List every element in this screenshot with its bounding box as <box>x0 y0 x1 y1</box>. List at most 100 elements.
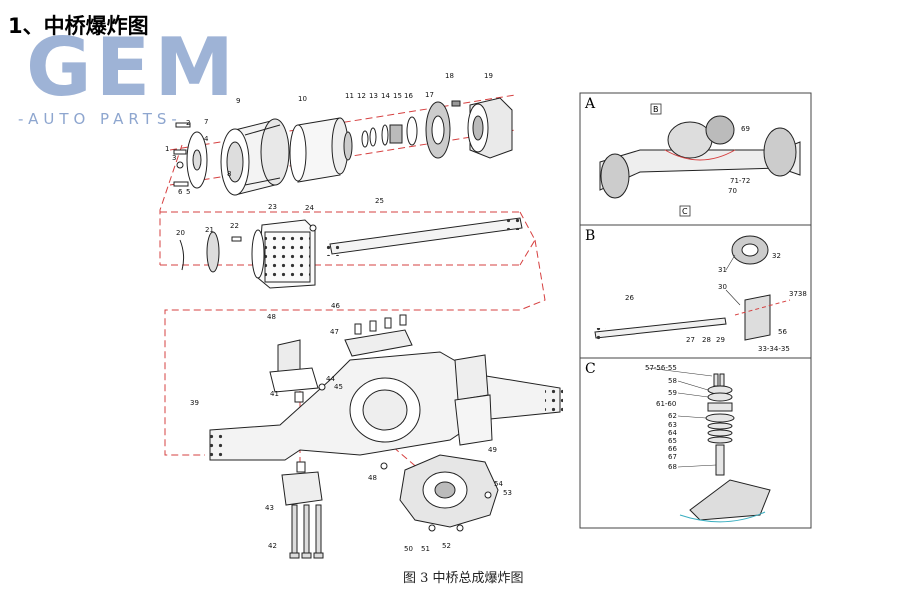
part-number: 65 <box>668 437 677 445</box>
figure-caption: 图 3 中桥总成爆炸图 <box>403 571 524 586</box>
part-number: 53 <box>503 489 512 497</box>
part-number: 46 <box>331 302 340 310</box>
part-number: 4 <box>204 135 209 143</box>
part-number: 21 <box>205 226 214 234</box>
part-number: 48 <box>368 474 377 482</box>
part-number: 51 <box>421 545 430 553</box>
part-number: 1 <box>165 145 169 153</box>
lower-bracket-icon <box>281 471 323 506</box>
part-number: 23 <box>268 203 277 211</box>
part-number: 29 <box>716 336 725 344</box>
nut-icon <box>456 524 464 532</box>
inset-a-tags: B C <box>650 103 691 217</box>
part-number: 61-60 <box>656 400 676 408</box>
inset-frames <box>579 92 812 529</box>
part-number: 48 <box>267 313 276 321</box>
gem-logo: GEM -AUTO PARTS- <box>18 28 234 140</box>
flange-plate-icon <box>186 131 208 189</box>
nut-icon <box>309 224 317 232</box>
part-number: 22 <box>230 222 239 230</box>
wheel-stud-icon <box>173 122 191 187</box>
part-number: 20 <box>176 229 185 237</box>
part-number: 54 <box>494 480 503 488</box>
part-number: 24 <box>305 204 314 212</box>
part-number: 19 <box>484 72 493 80</box>
part-number: 9 <box>236 97 240 105</box>
part-number: 32 <box>772 252 781 260</box>
part-number: 45 <box>334 383 343 391</box>
leader-lines <box>647 254 741 468</box>
axle-shaft-icon <box>325 214 523 256</box>
part-number: 69 <box>741 125 750 133</box>
planetary-housing-icon <box>467 97 513 159</box>
part-labels: 1 2 3 4 5 6 7 8 9 10 11 12 13 14 15 16 1… <box>165 72 807 553</box>
part-number: 62 <box>668 412 677 420</box>
pin-icon <box>231 236 242 242</box>
inset-c-stack-icon <box>679 373 771 523</box>
seal-ring-icon <box>361 116 418 148</box>
saddle-bracket-icon <box>344 314 413 357</box>
part-number: 33-34-35 <box>758 345 790 353</box>
part-number: 2 <box>186 119 190 127</box>
part-number: 10 <box>298 95 307 103</box>
logo-sub-text: -AUTO PARTS- <box>18 110 182 128</box>
tower-bracket-icon <box>454 354 493 446</box>
part-number: 63 <box>668 421 677 429</box>
plug-icon <box>380 462 388 470</box>
logo-main-text: GEM <box>26 21 238 114</box>
part-number: 25 <box>375 197 384 205</box>
part-number: 56 <box>778 328 787 336</box>
brake-shoe-icon <box>251 219 316 289</box>
nut-icon <box>428 524 436 532</box>
part-number: 43 <box>265 504 274 512</box>
brake-shaft-group <box>179 214 523 289</box>
part-number: 66 <box>668 445 677 453</box>
part-number: 18 <box>445 72 454 80</box>
part-number: 13 <box>369 92 378 100</box>
bushing-icon <box>294 391 304 403</box>
part-number: 5 <box>186 188 190 196</box>
differential-carrier-icon <box>399 454 499 528</box>
housing-group <box>205 314 563 559</box>
inset-a-tag-c: C <box>682 207 688 216</box>
part-number: 39 <box>190 399 199 407</box>
inset-b-shaft-icon <box>592 235 791 341</box>
part-number: 47 <box>330 328 339 336</box>
part-number: 17 <box>425 91 434 99</box>
axle-housing-icon <box>205 351 563 461</box>
part-number: 57-56-55 <box>645 364 677 372</box>
part-number: 27 <box>686 336 695 344</box>
part-number: 58 <box>668 377 677 385</box>
hub-cylinder-icon <box>289 117 353 183</box>
inset-a-axle-icon <box>599 115 801 199</box>
part-number: 7 <box>204 118 208 126</box>
part-number: 59 <box>668 389 677 397</box>
part-number: 28 <box>702 336 711 344</box>
upper-bracket-icon <box>269 339 319 393</box>
part-number: 16 <box>404 92 413 100</box>
page-heading: 1、中桥爆炸图 <box>8 14 149 38</box>
nut-icon <box>484 491 492 499</box>
part-number: 8 <box>227 170 231 178</box>
part-number: 50 <box>404 545 413 553</box>
inset-a-tag-b: B <box>653 105 659 114</box>
part-number: 41 <box>270 390 279 398</box>
part-number: 30 <box>718 283 727 291</box>
part-number: 14 <box>381 92 390 100</box>
part-number: 44 <box>326 375 335 383</box>
part-number: 68 <box>668 463 677 471</box>
part-number: 71-72 <box>730 177 750 185</box>
oil-seal-icon <box>206 231 220 273</box>
part-number: 15 <box>393 92 402 100</box>
part-number: 26 <box>625 294 634 302</box>
snap-ring-icon <box>179 239 185 271</box>
inset-c-label: C <box>585 361 596 377</box>
inset-b-label: B <box>585 228 596 244</box>
part-number: 12 <box>357 92 366 100</box>
part-number: 3 <box>172 154 176 162</box>
part-number: 49 <box>488 446 497 454</box>
gear-icon <box>389 101 451 159</box>
part-number: 64 <box>668 429 677 437</box>
brake-drum-icon <box>220 118 290 196</box>
